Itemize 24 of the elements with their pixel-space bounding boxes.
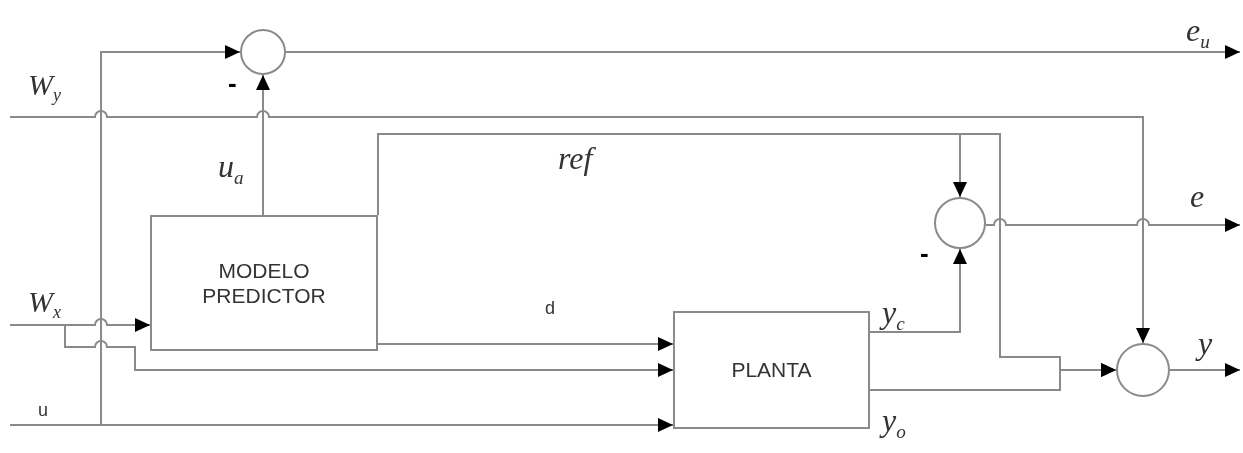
- sign-label: -: [920, 240, 929, 266]
- signal-arrow: [9, 324, 674, 377]
- signal-arrow: [9, 418, 674, 432]
- summing-junction: [1116, 343, 1170, 397]
- signal-arrow: [1169, 363, 1241, 377]
- summing-junction: [934, 197, 986, 249]
- signal-arrow: [869, 248, 967, 333]
- sign-label: -: [228, 70, 237, 96]
- signal-label: e$_{u}$: [1186, 14, 1210, 51]
- signal-label: u$_{a}$: [218, 150, 244, 187]
- input-signal-label: W$_{x}$: [28, 285, 61, 324]
- input-signal-label: W$_{y}$: [28, 68, 61, 107]
- signal-arrow: [377, 337, 674, 351]
- signal-label: e: [1190, 180, 1205, 212]
- signal-arrow: [9, 110, 1150, 344]
- input-signal-label: u: [38, 400, 48, 421]
- process-block: MODELO PREDICTOR: [150, 215, 378, 351]
- signal-arrow: [285, 45, 1241, 59]
- process-block: PLANTA: [673, 311, 870, 429]
- summing-junction: [240, 29, 286, 75]
- signal-arrow: [869, 363, 1117, 391]
- signal-label: d: [545, 299, 555, 317]
- signal-arrow: [985, 218, 1241, 232]
- signal-arrow: [256, 74, 270, 216]
